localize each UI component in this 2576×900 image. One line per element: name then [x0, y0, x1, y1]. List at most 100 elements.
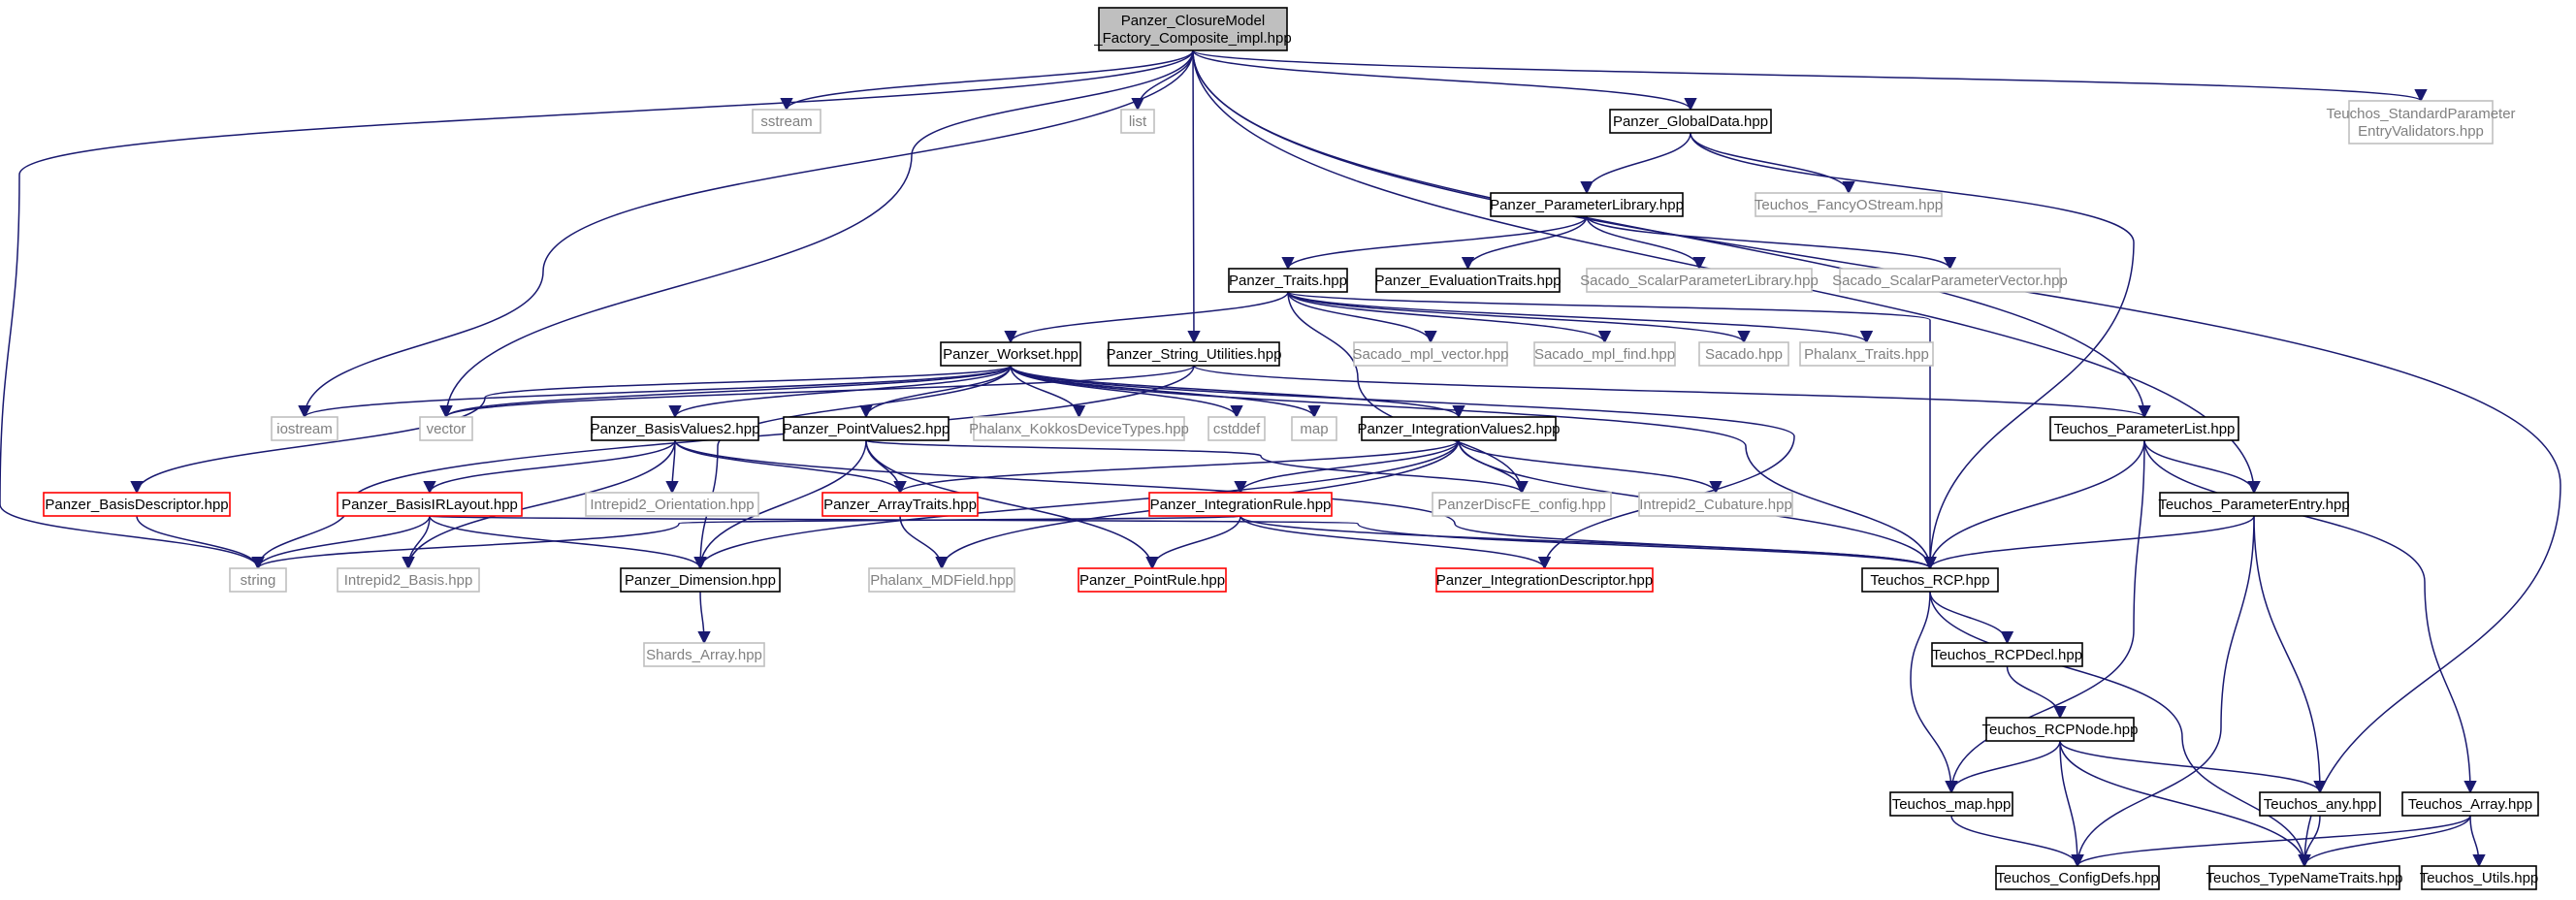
include-edge: [1234, 439, 1460, 495]
node-label: sstream: [760, 113, 812, 130]
node-pointvalues2[interactable]: Panzer_PointValues2.hpp: [783, 416, 950, 441]
node-tmap[interactable]: Teuchos_map.hpp: [1889, 791, 2013, 817]
include-edge-arrow: [439, 365, 1012, 419]
node-basisdesc[interactable]: Panzer_BasisDescriptor.hpp: [43, 492, 231, 517]
include-edge-arrow: [668, 365, 1012, 419]
node-phalanxtraits[interactable]: Phalanx_Traits.hpp: [1799, 341, 1934, 367]
include-edge-arrow: [136, 515, 265, 570]
include-edge-arrow: [1923, 515, 2255, 570]
node-label: Teuchos_ParameterList.hpp: [2054, 421, 2236, 437]
node-paramentry[interactable]: Teuchos_ParameterEntry.hpp: [2158, 492, 2350, 517]
node-rcpdecl[interactable]: Teuchos_RCPDecl.hpp: [1931, 642, 2083, 667]
node-sacado[interactable]: Sacado.hpp: [1698, 341, 1789, 367]
node-box: [419, 416, 473, 441]
include-edge: [668, 365, 1012, 419]
node-utils[interactable]: Teuchos_Utils.hpp: [2420, 865, 2539, 890]
include-edge-arrow: [402, 515, 431, 570]
node-box: [1120, 109, 1155, 134]
include-edge: [2071, 515, 2255, 868]
node-pointrule[interactable]: Panzer_PointRule.hpp: [1078, 567, 1227, 593]
include-edge: [1287, 291, 1529, 495]
include-edge: [1458, 439, 1723, 495]
node-rcp[interactable]: Teuchos_RCP.hpp: [1861, 567, 1999, 593]
node-tany[interactable]: Teuchos_any.hpp: [2259, 791, 2381, 817]
node-label: Phalanx_MDField.hpp: [870, 572, 1014, 589]
include-edge: [693, 439, 1460, 570]
node-intvalues2[interactable]: Panzer_IntegrationValues2.hpp: [1357, 416, 1561, 441]
node-cubature[interactable]: Intrepid2_Cubature.hpp: [1638, 492, 1793, 517]
node-traits[interactable]: Panzer_Traits.hpp: [1228, 268, 1348, 293]
node-arraytraits[interactable]: Panzer_ArrayTraits.hpp: [821, 492, 979, 517]
node-stringutil[interactable]: Panzer_String_Utilities.hpp: [1107, 341, 1282, 367]
node-workset[interactable]: Panzer_Workset.hpp: [940, 341, 1081, 367]
node-box: [620, 567, 781, 593]
include-edge: [1586, 215, 1957, 271]
node-label: Teuchos_map.hpp: [1892, 796, 2012, 813]
node-kokkosdev[interactable]: Phalanx_KokkosDeviceTypes.hpp: [969, 416, 1189, 441]
node-string[interactable]: string: [229, 567, 287, 593]
node-configdefs[interactable]: Teuchos_ConfigDefs.hpp: [1995, 865, 2160, 890]
include-edge-arrow: [1281, 215, 1588, 271]
include-edge: [1287, 291, 1873, 344]
include-edge: [251, 515, 1241, 570]
include-edge-arrow: [865, 439, 907, 495]
node-box: [337, 567, 480, 593]
node-tarray[interactable]: Teuchos_Array.hpp: [2401, 791, 2539, 817]
include-edge: [429, 515, 1937, 570]
node-label: Teuchos_StandardParameter: [2326, 106, 2515, 122]
node-discfe[interactable]: PanzerDiscFE_config.hpp: [1432, 492, 1612, 517]
include-edge: [865, 439, 1159, 570]
dependency-nodes: Panzer_ClosureModel_Factory_Composite_im…: [43, 7, 2539, 890]
node-sacscalarlib[interactable]: Sacado_ScalarParameterLibrary.hpp: [1580, 268, 1819, 293]
node-iostream[interactable]: iostream: [271, 416, 338, 441]
node-map[interactable]: map: [1291, 416, 1337, 441]
node-mdfield[interactable]: Phalanx_MDField.hpp: [868, 567, 1015, 593]
node-box: [1799, 341, 1934, 367]
node-rcpnode[interactable]: Teuchos_RCPNode.hpp: [1982, 717, 2139, 742]
node-intdesc[interactable]: Panzer_IntegrationDescriptor.hpp: [1435, 567, 1654, 593]
include-edge: [1240, 515, 1552, 570]
node-label: Intrepid2_Orientation.hpp: [590, 497, 754, 513]
node-typename[interactable]: Teuchos_TypeNameTraits.hpp: [2206, 865, 2403, 890]
node-sstream[interactable]: sstream: [752, 109, 821, 134]
node-root[interactable]: Panzer_ClosureModel_Factory_Composite_im…: [1093, 7, 1292, 51]
node-box: [1108, 341, 1280, 367]
node-vector[interactable]: vector: [419, 416, 473, 441]
node-basisvalues2[interactable]: Panzer_BasisValues2.hpp: [591, 416, 760, 441]
node-basisirlayout[interactable]: Panzer_BasisIRLayout.hpp: [337, 492, 523, 517]
node-label: vector: [427, 421, 467, 437]
include-edge: [1010, 365, 1243, 419]
include-edge-arrow: [1586, 215, 1706, 271]
node-cstddef[interactable]: cstddef: [1208, 416, 1266, 441]
include-edge: [251, 365, 1195, 570]
node-intrepidorient[interactable]: Intrepid2_Orientation.hpp: [585, 492, 759, 517]
include-edge-arrow: [1187, 49, 1201, 344]
include-edge: [2253, 515, 2327, 794]
node-label: Teuchos_RCP.hpp: [1870, 572, 1989, 589]
node-box: [1609, 109, 1772, 134]
node-evaltraits[interactable]: Panzer_EvaluationTraits.hpp: [1374, 268, 1562, 293]
include-edge-arrow: [1004, 291, 1289, 344]
node-label: Teuchos_any.hpp: [2264, 796, 2376, 813]
include-edge-arrow: [1950, 815, 2084, 868]
node-stdparam[interactable]: Teuchos_StandardParameterEntryValidators…: [2326, 100, 2516, 145]
node-paramlib[interactable]: Panzer_ParameterLibrary.hpp: [1490, 192, 1684, 217]
node-globaldata[interactable]: Panzer_GlobalData.hpp: [1609, 109, 1772, 134]
node-fancyostream[interactable]: Teuchos_FancyOStream.hpp: [1755, 192, 1943, 217]
include-edge: [298, 49, 1194, 419]
node-list[interactable]: list: [1120, 109, 1155, 134]
include-edge: [1004, 291, 1289, 344]
include-edge: [1281, 215, 1588, 271]
node-sacscalarvec[interactable]: Sacado_ScalarParameterVector.hpp: [1832, 268, 2068, 293]
node-dimension[interactable]: Panzer_Dimension.hpp: [620, 567, 781, 593]
node-sacmplfind[interactable]: Sacado_mpl_find.hpp: [1533, 341, 1676, 367]
node-intrule[interactable]: Panzer_IntegrationRule.hpp: [1148, 492, 1333, 517]
include-edge: [1010, 365, 1465, 419]
node-shards[interactable]: Shards_Array.hpp: [643, 642, 765, 667]
node-intrepidbasis[interactable]: Intrepid2_Basis.hpp: [337, 567, 480, 593]
node-sacmplvec[interactable]: Sacado_mpl_vector.hpp: [1353, 341, 1509, 367]
include-edge: [1192, 49, 2428, 103]
node-paramlist[interactable]: Teuchos_ParameterList.hpp: [2049, 416, 2239, 441]
node-label: Sacado_mpl_find.hpp: [1534, 346, 1675, 363]
